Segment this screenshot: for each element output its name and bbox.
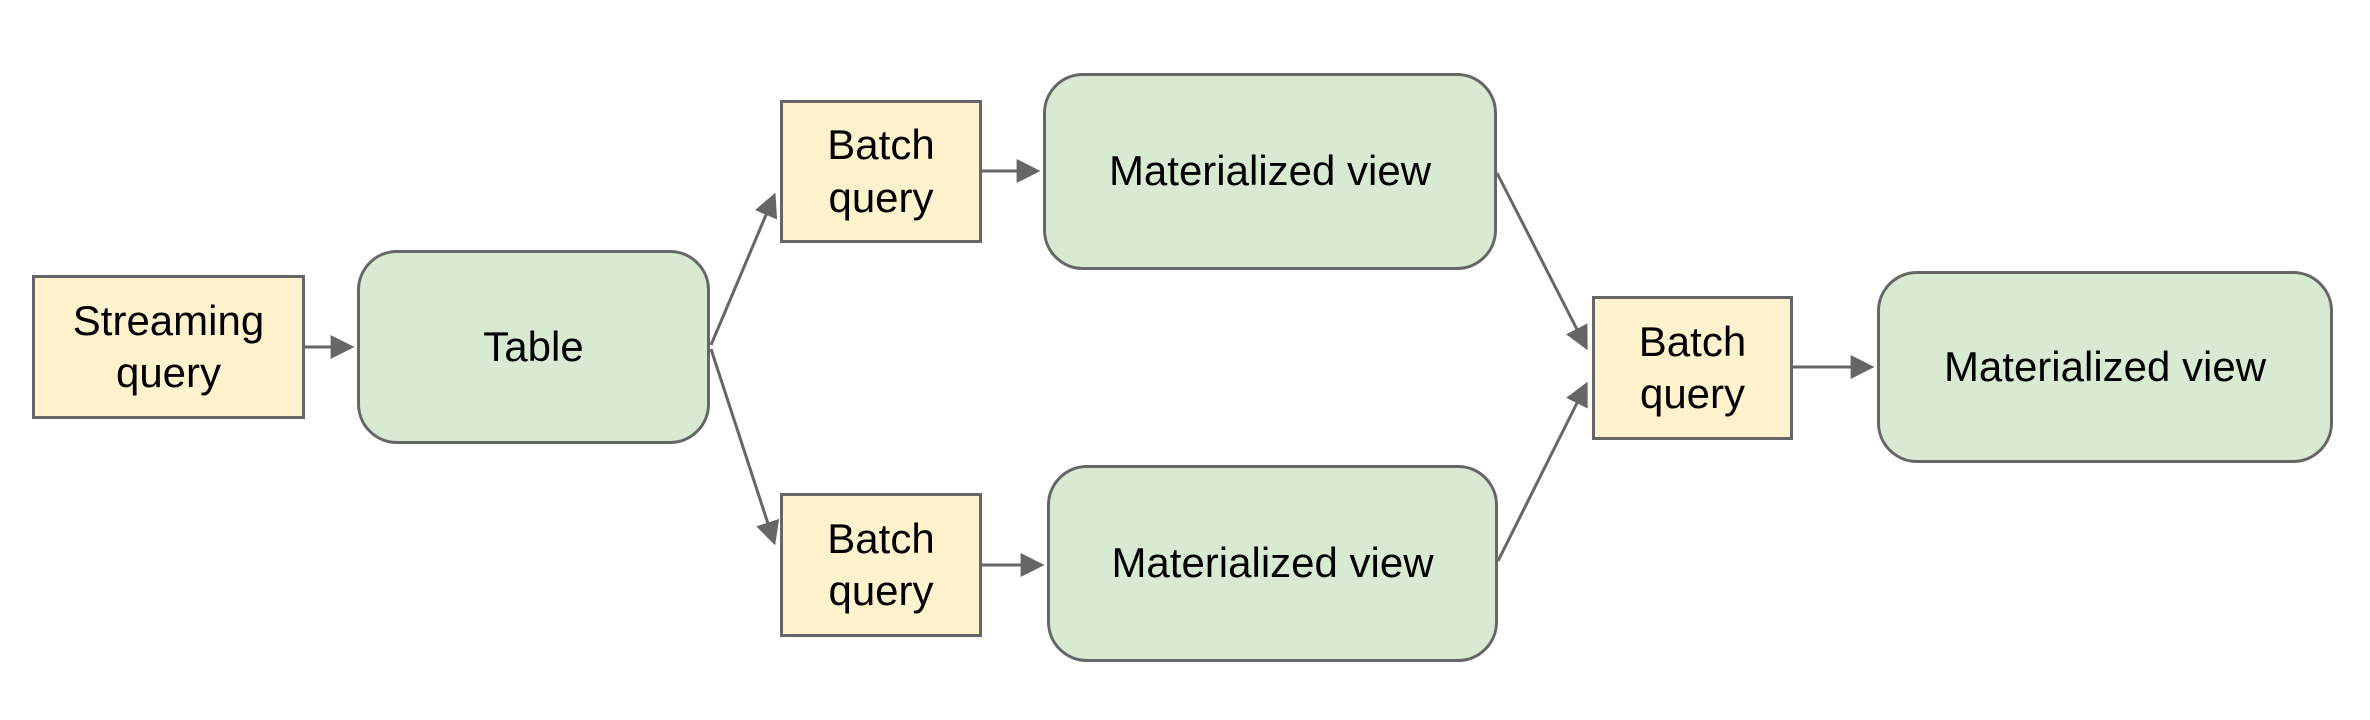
node-materialized-view-top: Materialized view (1043, 73, 1497, 270)
node-materialized-view-final: Materialized view (1877, 271, 2333, 463)
node-materialized-view-top-label: Materialized view (1108, 147, 1432, 195)
node-table-label: Table (483, 322, 584, 370)
edge-mview-bottom-to-batch-query-right (1496, 381, 1588, 562)
edge-mview-top-to-batch-query-right (1495, 172, 1588, 351)
node-batch-query-right-label: Batch query (1638, 317, 1747, 418)
node-batch-query-top: Batch query (780, 100, 982, 243)
node-materialized-view-final-label: Materialized view (1943, 342, 2267, 390)
node-streaming-query: Streaming query (32, 275, 305, 419)
node-streaming-query-label: Streaming query (72, 296, 265, 397)
node-table: Table (357, 250, 710, 444)
edge-table-to-batch-query-bottom (709, 348, 780, 546)
node-materialized-view-bottom: Materialized view (1047, 465, 1498, 662)
node-batch-query-top-label: Batch query (827, 121, 935, 221)
edge-table-to-batch-query-top (709, 192, 778, 346)
node-batch-query-bottom-label: Batch query (827, 514, 935, 615)
node-materialized-view-bottom-label: Materialized view (1111, 539, 1434, 587)
node-batch-query-bottom: Batch query (780, 493, 982, 637)
node-batch-query-right: Batch query (1592, 296, 1793, 440)
